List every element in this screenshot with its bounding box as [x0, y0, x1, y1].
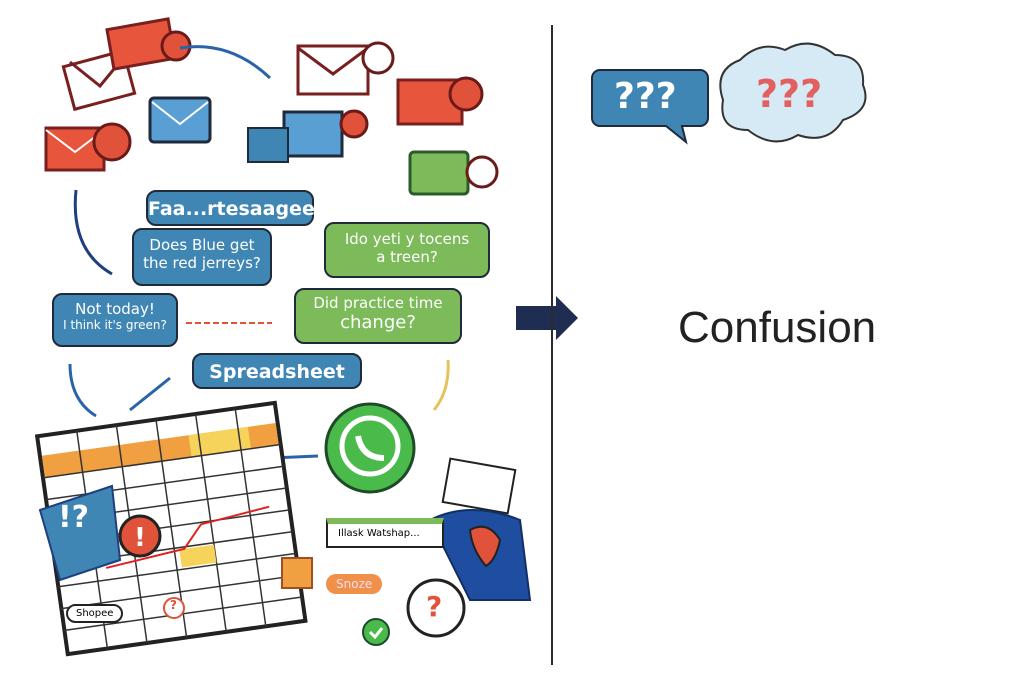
arrow-icon — [432, 359, 450, 411]
note-icon — [281, 557, 313, 589]
speech-bubble — [591, 69, 709, 145]
thought-cloud — [719, 42, 867, 143]
alert-icon — [339, 109, 369, 139]
bubble-text: Spreadsheet — [209, 361, 345, 383]
arrow-icon — [73, 189, 113, 276]
bubble-text: change? — [340, 312, 416, 333]
envelope-icon — [296, 44, 370, 96]
divider — [551, 25, 553, 665]
snooze-bubble: Snoze — [326, 574, 383, 594]
check-icon — [362, 618, 390, 646]
envelope-icon — [148, 96, 212, 144]
question-icon — [163, 597, 185, 619]
bubble-text: Faa...rtesaagee — [148, 198, 315, 220]
right-arrow-icon — [516, 296, 578, 340]
arrow-icon — [68, 363, 97, 418]
arrow-icon — [129, 376, 171, 412]
spreadsheet-label: Spreadsheet — [192, 353, 362, 389]
thought-cloud-text: ??? — [756, 72, 823, 116]
interrobang-label: !? — [58, 500, 90, 535]
envelope-icon — [408, 150, 470, 196]
bubble-text: the red jerreys? — [143, 254, 261, 272]
arrow-icon — [179, 45, 272, 80]
question-bubble — [406, 578, 466, 638]
bubble-text: Ido yeti y tocens — [344, 230, 470, 248]
shopee-bubble: Shopee — [66, 604, 124, 623]
alert-icon — [118, 514, 162, 558]
note-card — [441, 457, 517, 515]
whatsapp-card: Illask Watshap... — [326, 518, 444, 548]
speech-bubble-not-today: Not today!I think it's green? — [52, 293, 178, 347]
alert-icon — [92, 122, 132, 162]
alert-icon — [361, 41, 395, 75]
alert-icon — [465, 155, 499, 189]
page-title: Confusion — [678, 303, 877, 352]
bubble-text: Did practice time — [313, 294, 443, 312]
question-mark: ? — [426, 590, 443, 623]
bubble-text: Does Blue get — [149, 236, 255, 254]
question-mark-small: ? — [170, 598, 177, 612]
flag-graphic — [38, 484, 122, 582]
speech-bubble-faa: Faa...rtesaagee — [146, 190, 315, 226]
envelope-icon — [247, 110, 344, 163]
alert-icon — [448, 76, 484, 112]
speech-bubble-text: ??? — [614, 76, 677, 117]
bubble-text: a treen? — [376, 248, 438, 266]
bubble-text: I think it's green? — [63, 318, 167, 332]
bubble-text: Not today! — [75, 300, 155, 318]
svg-text:!: ! — [134, 523, 146, 553]
spreadsheet-graphic — [34, 400, 308, 657]
alert-icon — [468, 525, 502, 568]
